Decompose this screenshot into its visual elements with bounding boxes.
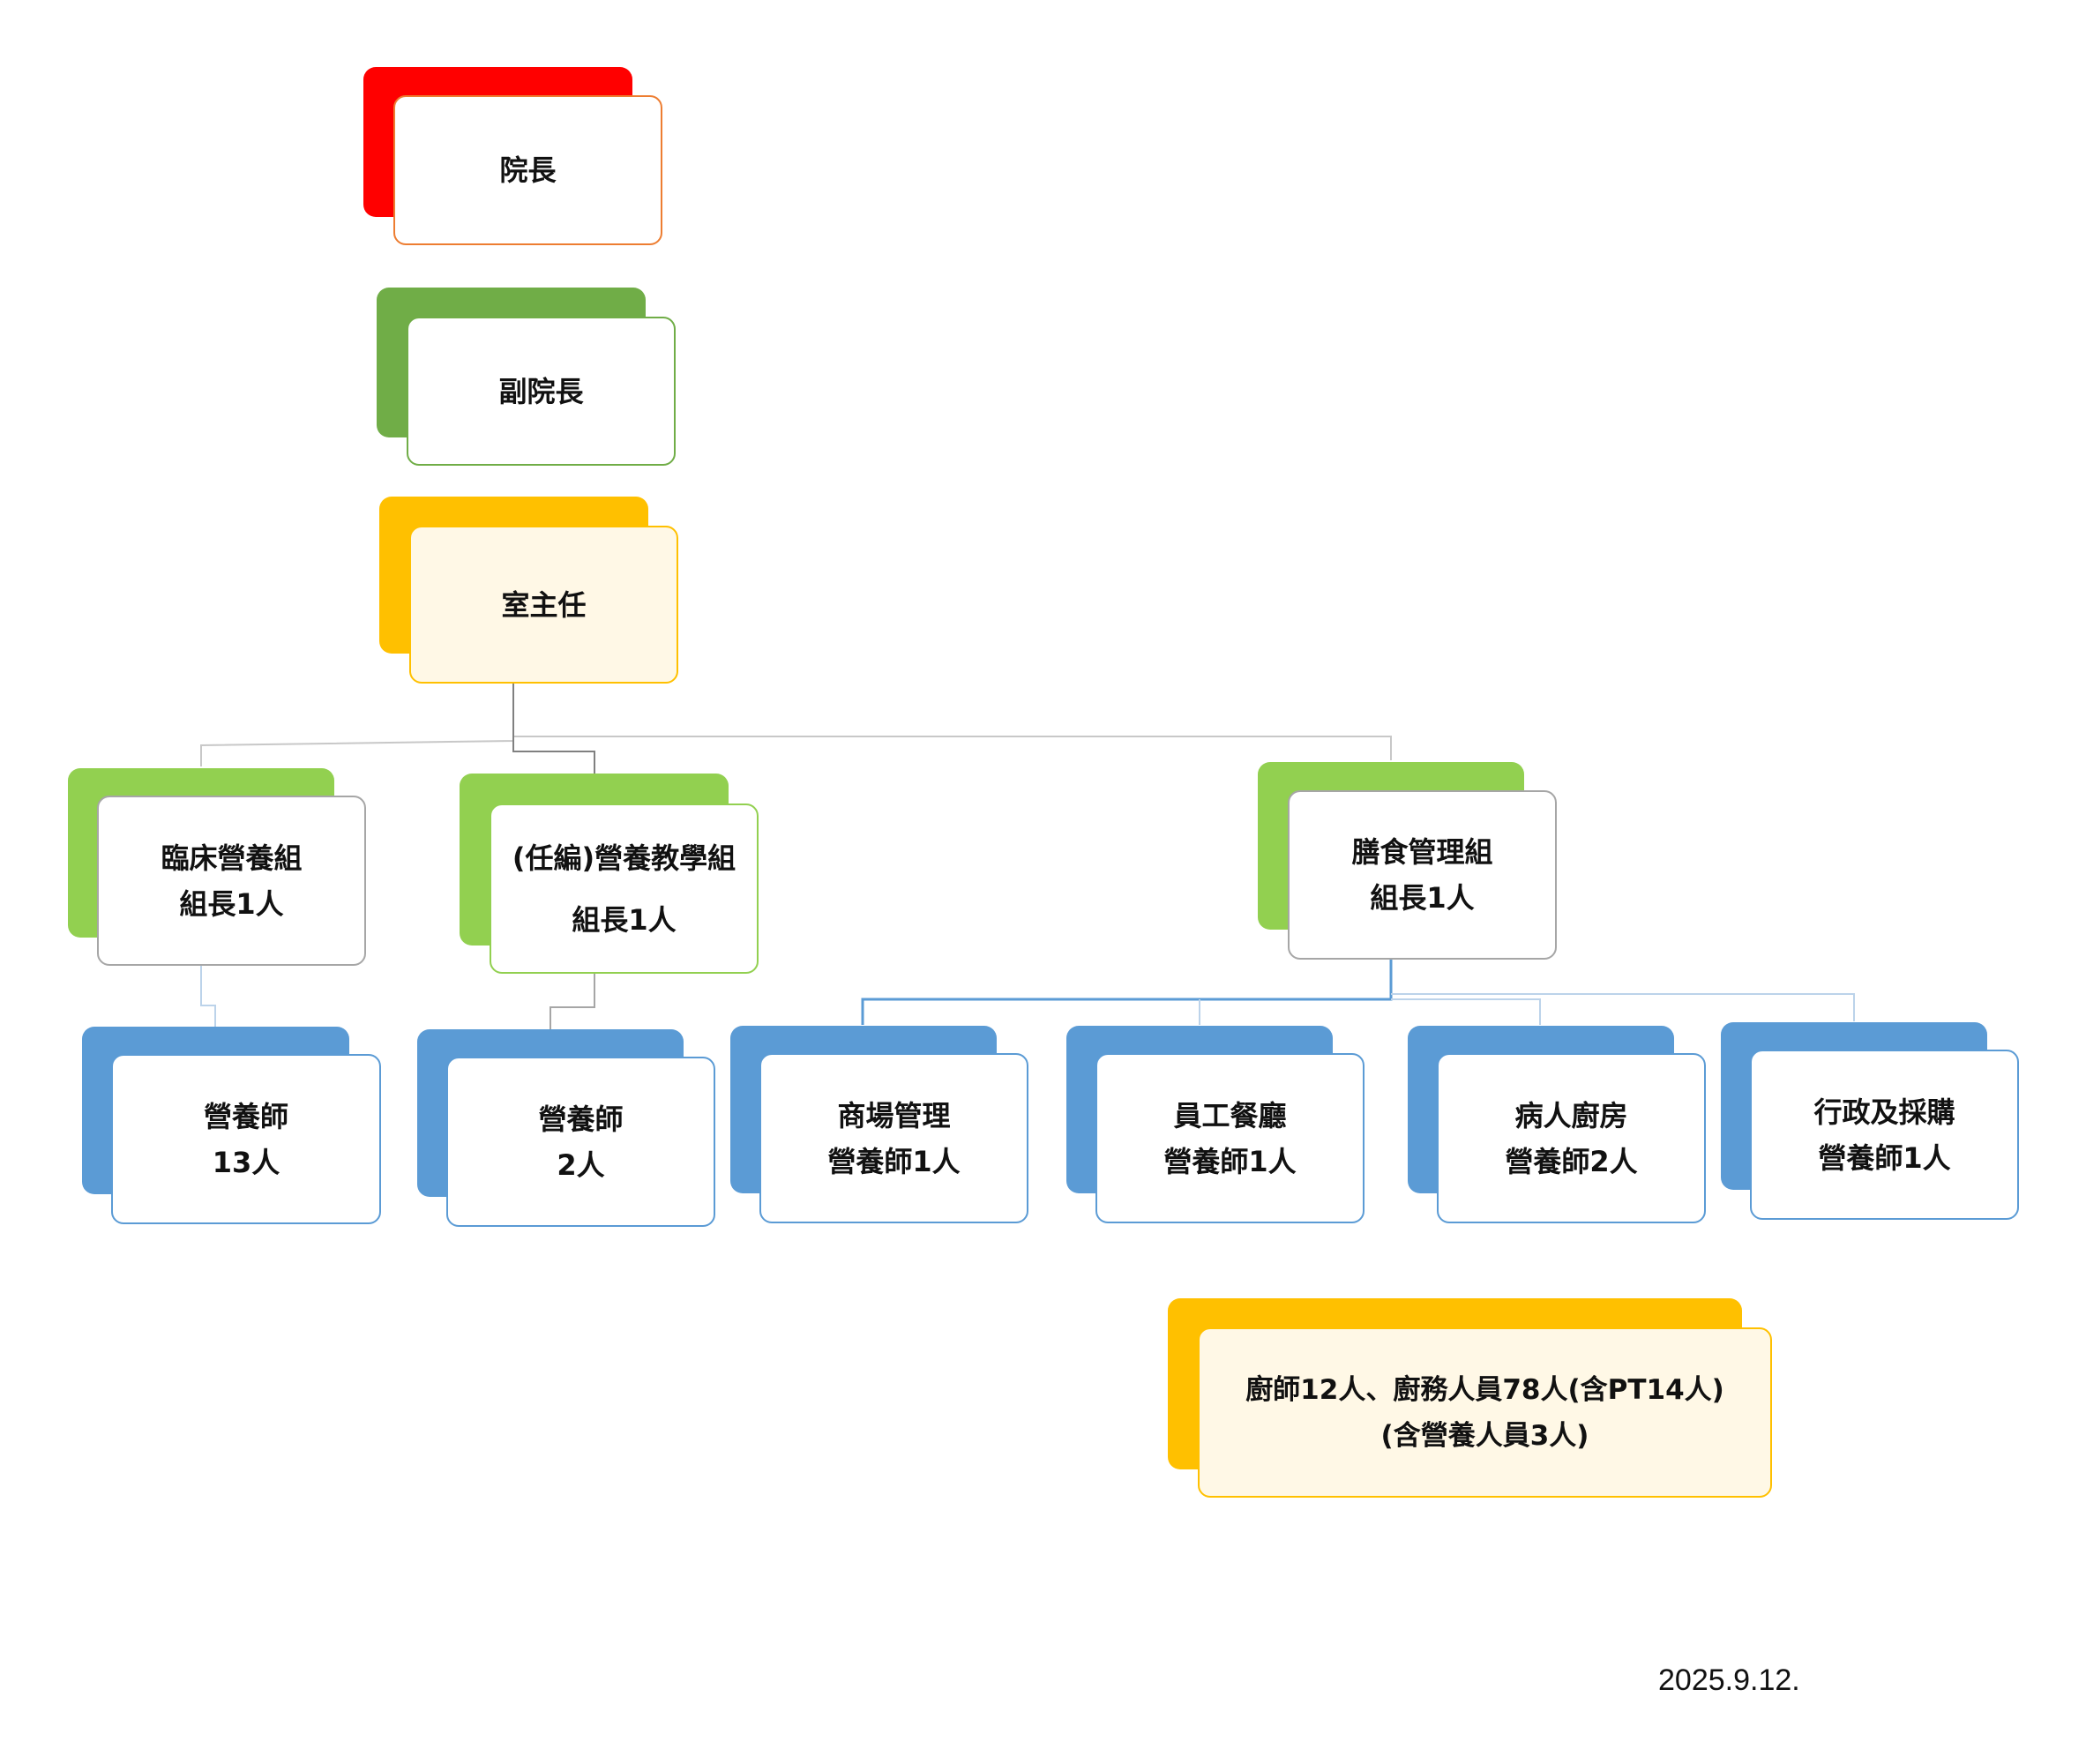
node-teaching-group-line-2: 組長1人 bbox=[572, 902, 677, 937]
node-kitchen-staff-line-1: 廚師12人、廚務人員78人(含PT14人) bbox=[1245, 1373, 1724, 1406]
node-mall-management-line-2: 營養師1人 bbox=[827, 1144, 961, 1178]
node-clinical-dietitians-line-2: 13人 bbox=[212, 1145, 280, 1179]
node-clinical-group-line-1: 臨床營養組 bbox=[161, 841, 303, 875]
node-clinical-dietitians-box: 營養師 13人 bbox=[111, 1054, 381, 1224]
node-patient-kitchen-line-2: 營養師2人 bbox=[1505, 1144, 1638, 1178]
node-staff-cafeteria-line-2: 營養師1人 bbox=[1163, 1144, 1297, 1178]
node-teaching-dietitians-line-2: 2人 bbox=[557, 1147, 605, 1182]
node-president-line-1: 院長 bbox=[499, 153, 557, 187]
node-director-box: 室主任 bbox=[409, 526, 678, 684]
node-meal-group-line-1: 膳食管理組 bbox=[1351, 835, 1493, 869]
node-teaching-dietitians-line-1: 營養師 bbox=[538, 1102, 624, 1136]
node-teaching-group-line-1: (任編)營養教學組 bbox=[512, 841, 736, 875]
node-patient-kitchen-line-1: 病人廚房 bbox=[1514, 1098, 1628, 1132]
node-clinical-group-line-2: 組長1人 bbox=[179, 886, 284, 921]
chart-date: 2025.9.12. bbox=[1658, 1663, 1800, 1697]
node-admin-purchasing-line-2: 營養師1人 bbox=[1818, 1140, 1951, 1175]
node-staff-cafeteria-line-1: 員工餐廳 bbox=[1173, 1098, 1287, 1132]
node-vice-president-line-1: 副院長 bbox=[498, 374, 584, 408]
node-clinical-group-box: 臨床營養組 組長1人 bbox=[97, 796, 366, 966]
node-clinical-dietitians-line-1: 營養師 bbox=[203, 1099, 288, 1133]
connector-director-teaching bbox=[512, 684, 595, 774]
node-kitchen-staff-line-2: (含營養人員3人) bbox=[1380, 1419, 1589, 1452]
node-admin-purchasing-line-1: 行政及採購 bbox=[1813, 1095, 1955, 1129]
node-president-box: 院長 bbox=[393, 95, 662, 245]
node-kitchen-staff-box: 廚師12人、廚務人員78人(含PT14人) (含營養人員3人) bbox=[1198, 1327, 1772, 1498]
node-meal-group-line-2: 組長1人 bbox=[1370, 881, 1475, 915]
connector-meal-admin bbox=[1391, 993, 1855, 1021]
connector-teaching-dietitians bbox=[550, 971, 595, 1030]
node-patient-kitchen-box: 病人廚房 營養師2人 bbox=[1437, 1053, 1706, 1223]
node-mall-management-box: 商場管理 營養師1人 bbox=[759, 1053, 1028, 1223]
connector-director-clinical bbox=[200, 684, 514, 766]
connector-meal-kitchen bbox=[1391, 998, 1541, 1025]
node-teaching-group-box: (任編)營養教學組 組長1人 bbox=[490, 804, 759, 974]
node-admin-purchasing-box: 行政及採購 營養師1人 bbox=[1750, 1050, 2019, 1220]
connector-meal-mall bbox=[861, 960, 1393, 1025]
connector-director-meal bbox=[513, 736, 1392, 760]
node-meal-group-box: 膳食管理組 組長1人 bbox=[1288, 790, 1557, 960]
node-director-line-1: 室主任 bbox=[501, 587, 587, 622]
node-staff-cafeteria-box: 員工餐廳 營養師1人 bbox=[1095, 1053, 1364, 1223]
node-teaching-dietitians-box: 營養師 2人 bbox=[446, 1057, 715, 1227]
node-mall-management-line-1: 商場管理 bbox=[837, 1098, 951, 1132]
connector-clinical-dietitians bbox=[200, 963, 216, 1027]
node-vice-president-box: 副院長 bbox=[407, 317, 676, 466]
